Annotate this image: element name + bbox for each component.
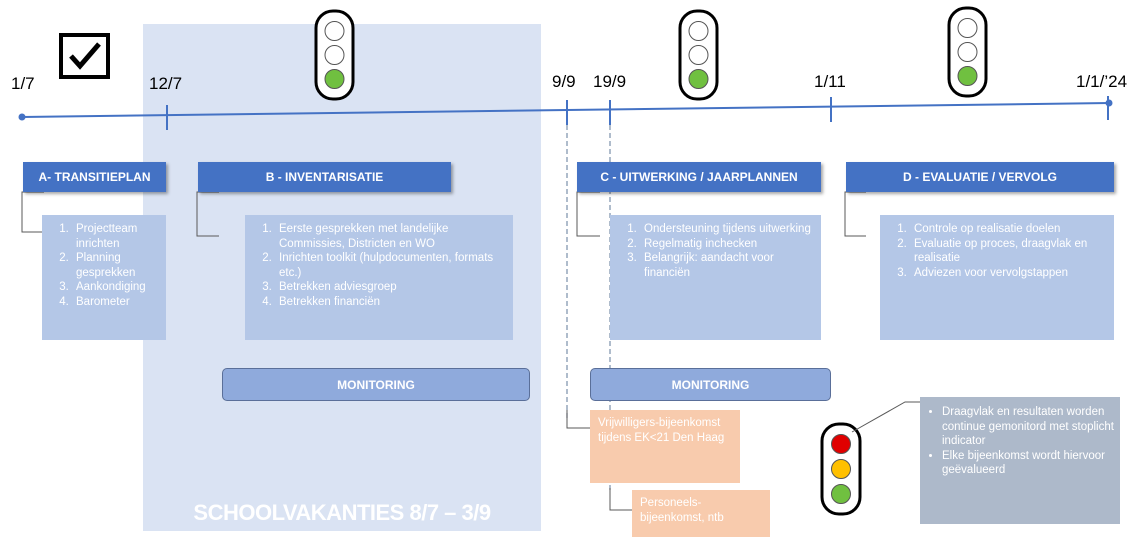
list-item: Betrekken adviesgroep	[275, 280, 507, 295]
list-item: Aankondiging	[72, 280, 166, 295]
bracket-phase-a	[21, 191, 44, 233]
list-item: Betrekken financiën	[275, 295, 507, 310]
school-vacation-label: SCHOOLVAKANTIES 8/7 – 3/9	[193, 500, 491, 525]
phase-c-header: C - UITWERKING / JAARPLANNEN	[577, 162, 821, 192]
event-volunteer-meeting: Vrijwilligers-bijeenkomst tijdens EK<21 …	[590, 410, 740, 483]
list-item: Barometer	[72, 295, 166, 310]
phase-a-box: Projectteam inrichten Planning gesprekke…	[42, 215, 166, 340]
traffic-light-green-icon	[314, 9, 355, 101]
list-item: Controle op realisatie doelen	[910, 222, 1108, 237]
bracket-phase-d	[844, 191, 866, 237]
timeline-end-dot	[1105, 99, 1113, 107]
traffic-light-green-icon	[947, 6, 988, 98]
event-staff-meeting: Personeels-bijeenkomst, ntb	[632, 490, 770, 537]
date-label: 9/9	[552, 72, 576, 91]
date-label: 1/1/’24	[1076, 72, 1128, 91]
monitoring-bar: MONITORING	[222, 368, 530, 401]
date-label: 1/11	[814, 72, 846, 91]
bracket-phase-b	[196, 191, 219, 237]
monitoring-note: Draagvlak en resultaten worden continue …	[920, 397, 1120, 524]
connector-event-1	[566, 410, 590, 429]
traffic-light-full-icon	[820, 422, 862, 516]
list-item: Ondersteuning tijdens uitwerking	[640, 222, 815, 237]
monitoring-bar: MONITORING	[590, 368, 831, 401]
list-item: Adviezen voor vervolgstappen	[910, 266, 1108, 281]
list-item: Projectteam inrichten	[72, 222, 166, 251]
date-label: 19/9	[593, 72, 627, 91]
timeline-start-dot	[18, 113, 26, 121]
date-label: 1/7	[11, 74, 35, 93]
list-item: Regelmatig inchecken	[640, 237, 815, 252]
list-item: Planning gesprekken	[72, 251, 166, 280]
bracket-phase-c	[576, 191, 600, 237]
list-item: Belangrijk: aandacht voor financiën	[640, 251, 815, 280]
connector-note	[851, 401, 922, 433]
list-item: Inrichten toolkit (hulpdocumenten, forma…	[275, 251, 507, 280]
checkbox-checked-icon	[59, 33, 110, 79]
phase-b-header: B - INVENTARISATIE	[198, 162, 451, 192]
list-item: Evaluatie op proces, draagvlak en realis…	[910, 237, 1108, 266]
list-item: Elke bijeenkomst wordt hiervoor geëvalue…	[942, 449, 1114, 478]
connector-event-2	[609, 488, 632, 511]
phase-d-header: D - EVALUATIE / VERVOLG	[846, 162, 1114, 192]
traffic-light-green-icon	[678, 9, 719, 101]
phase-c-box: Ondersteuning tijdens uitwerking Regelma…	[610, 215, 821, 340]
list-item: Draagvlak en resultaten worden continue …	[942, 405, 1114, 449]
date-label: 12/7	[149, 74, 183, 93]
list-item: Eerste gesprekken met landelijke Commiss…	[275, 222, 507, 251]
phase-b-box: Eerste gesprekken met landelijke Commiss…	[245, 215, 513, 340]
phase-a-header: A- TRANSITIEPLAN	[23, 162, 166, 192]
phase-d-box: Controle op realisatie doelen Evaluatie …	[880, 215, 1114, 340]
